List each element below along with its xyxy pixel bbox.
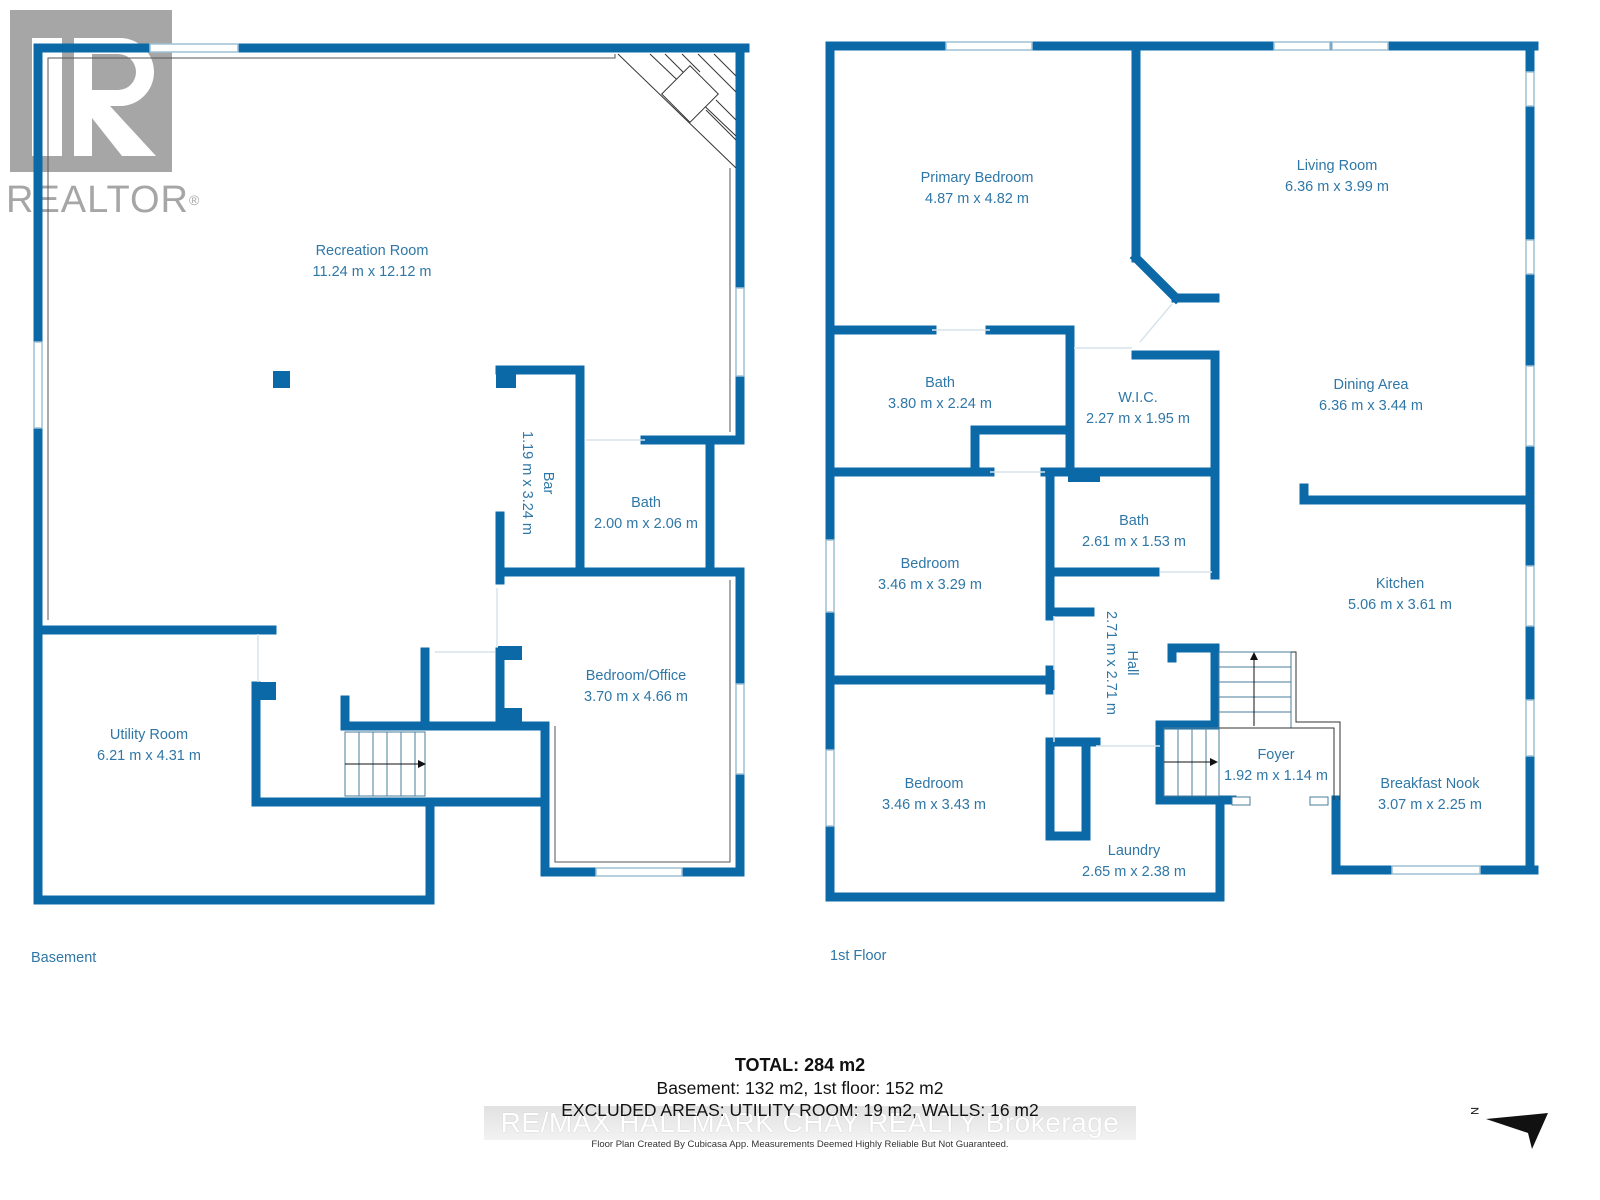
room-recreation-room: Recreation Room 11.24 m x 12.12 m: [312, 243, 432, 280]
disclaimer: Floor Plan Created By Cubicasa App. Meas…: [591, 1139, 1009, 1150]
room-bar: Bar 1.19 m x 3.24 m: [519, 431, 556, 535]
room-kitchen: Kitchen 5.06 m x 3.61 m: [1348, 576, 1452, 613]
room-primary-bath: Bath 3.80 m x 2.24 m: [888, 375, 992, 412]
room-hall-bath: Bath 2.61 m x 1.53 m: [1082, 513, 1186, 550]
basement-stair-arrow-icon: [345, 760, 426, 768]
room-foyer: Foyer 1.92 m x 1.14 m: [1224, 747, 1328, 784]
room-basement-bath: Bath 2.00 m x 2.06 m: [594, 495, 698, 532]
north-arrow-icon: [1486, 1113, 1548, 1149]
room-laundry: Laundry 2.65 m x 2.38 m: [1082, 843, 1186, 880]
compass-n-label: N: [1467, 1107, 1480, 1115]
excluded-areas: EXCLUDED AREAS: UTILITY ROOM: 19 m2, WAL…: [561, 1100, 1039, 1120]
room-living-room: Living Room 6.36 m x 3.99 m: [1285, 158, 1389, 195]
basement-walls: [33, 43, 750, 905]
basement-corner-stairs: [617, 53, 737, 169]
first-floor-stair-arrows-icon: [1164, 652, 1258, 766]
column-icon: [273, 371, 290, 388]
room-utility-room: Utility Room 6.21 m x 4.31 m: [97, 727, 201, 764]
room-breakfast-nook: Breakfast Nook 3.07 m x 2.25 m: [1378, 776, 1482, 813]
total-area: TOTAL: 284 m2: [734, 1055, 866, 1075]
room-wic: W.I.C. 2.27 m x 1.95 m: [1086, 390, 1190, 427]
watermark-band: [484, 1106, 1136, 1140]
room-bedroom-1: Bedroom 3.46 m x 3.29 m: [878, 556, 982, 593]
room-bedroom-office: Bedroom/Office 3.70 m x 4.66 m: [584, 668, 688, 705]
room-bedroom-2: Bedroom 3.46 m x 3.43 m: [882, 776, 986, 813]
area-breakdown: Basement: 132 m2, 1st floor: 152 m2: [656, 1078, 944, 1098]
room-hall: Hall 2.71 m x 2.71 m: [1103, 611, 1140, 715]
floor-label-basement: Basement: [31, 950, 97, 966]
room-primary-bedroom: Primary Bedroom 4.87 m x 4.82 m: [920, 170, 1034, 207]
brokerage-watermark: RE/MAX HALLMARK CHAY REALTY Brokerage: [500, 1107, 1120, 1138]
room-dining-area: Dining Area 6.36 m x 3.44 m: [1319, 377, 1423, 414]
floor-label-first-floor: 1st Floor: [830, 948, 887, 964]
